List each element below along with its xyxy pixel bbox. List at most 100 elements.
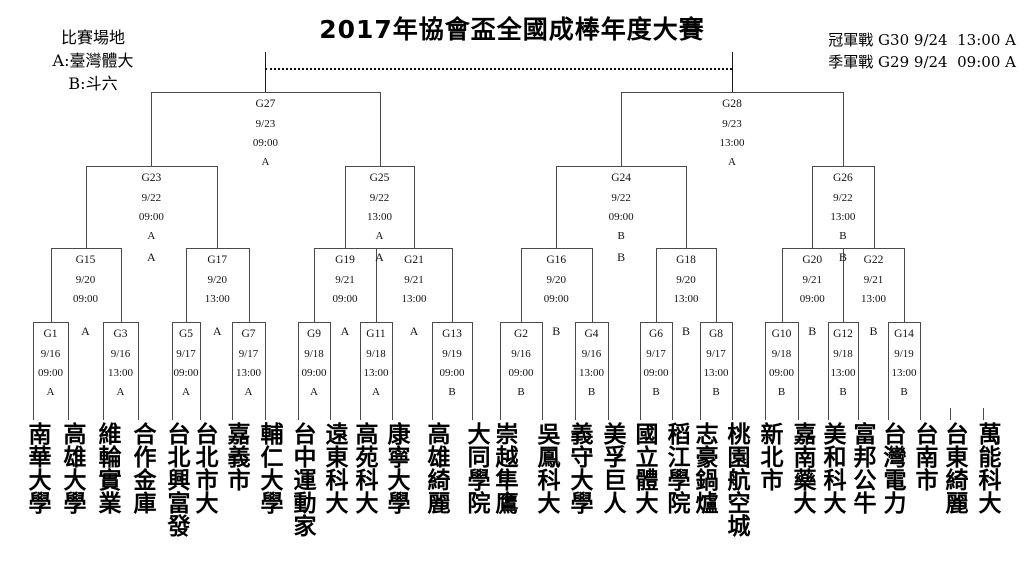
- venue-legend-heading: 比賽場地: [60, 28, 125, 47]
- bracket-connector-vertical: [232, 408, 233, 420]
- bracket-connector-vertical: [765, 408, 766, 420]
- game-date: 9/17: [706, 347, 726, 360]
- bracket-connector-horizontal: [500, 322, 542, 323]
- team-name: 美和科大: [819, 422, 845, 514]
- game-id: G8: [708, 328, 724, 340]
- championship-time: 13:00: [957, 31, 1001, 49]
- bracket-connector-vertical: [314, 248, 315, 322]
- bracket-connector-vertical: [765, 322, 766, 408]
- bracket-connector-vertical: [556, 166, 558, 248]
- game-id: G22: [863, 254, 884, 266]
- venue-marker-round1: A: [409, 324, 419, 338]
- page-title: 2017年協會盃全國成棒年度大賽: [319, 15, 705, 44]
- game-time: 13:00: [830, 366, 856, 379]
- game-time: 13:00: [235, 366, 262, 379]
- bracket-connector-vertical: [172, 408, 173, 420]
- bracket-connector-horizontal: [151, 92, 380, 93]
- bracket-connector-vertical: [298, 408, 299, 420]
- game-venue: A: [261, 155, 270, 168]
- bracket-connector-horizontal: [575, 322, 608, 323]
- bracket-connector-vertical: [672, 408, 673, 420]
- bracket-connector-vertical: [379, 92, 381, 166]
- game-time: 13:00: [673, 292, 699, 305]
- team-name: 高雄綺麗: [423, 422, 449, 514]
- game-date: 9/18: [304, 347, 324, 360]
- bracket-connector-vertical: [608, 322, 609, 408]
- bracket-connector-horizontal: [345, 166, 414, 167]
- bracket-connector-vertical: [542, 408, 543, 420]
- team-name: 吳鳳科大: [533, 422, 559, 514]
- bracket-connector-vertical: [138, 408, 139, 420]
- bracket-connector-vertical: [798, 408, 799, 420]
- game-time: 09:00: [543, 292, 569, 305]
- venue-marker-round1: B: [552, 324, 561, 338]
- bracket-connector-vertical: [345, 166, 346, 248]
- game-venue: B: [617, 229, 625, 242]
- bracket-connector-horizontal: [376, 248, 452, 249]
- team-name: 桃園航空城: [723, 422, 749, 537]
- bracket-connector-vertical: [248, 248, 250, 322]
- game-id: G12: [833, 328, 853, 340]
- team-name: 國立體大: [631, 422, 657, 514]
- third-place-game-row: 季軍戰 G29 9/24 09:00 A: [828, 52, 1016, 74]
- team-name: 義守大學: [566, 422, 592, 514]
- team-name: 稻江學院: [663, 422, 689, 514]
- game-date: 9/16: [511, 347, 531, 360]
- game-venue: A: [182, 385, 190, 398]
- game-date: 9/19: [442, 347, 462, 360]
- bracket-connector-vertical: [920, 322, 921, 408]
- bracket-connector-horizontal: [781, 248, 843, 249]
- team-name: 台南市: [911, 422, 937, 491]
- game-date: 9/21: [802, 273, 823, 286]
- game-date: 9/22: [141, 191, 162, 204]
- game-time: 09:00: [768, 366, 795, 379]
- bracket-connector-vertical: [330, 322, 331, 408]
- game-date: 9/19: [894, 347, 914, 360]
- bracket-connector-horizontal: [103, 322, 138, 323]
- bracket-connector-vertical: [392, 408, 393, 420]
- bracket-connector-vertical: [843, 248, 844, 322]
- bracket-connector-vertical: [392, 322, 393, 408]
- bracket-connector-vertical: [472, 322, 473, 408]
- venue-marker-round2: B: [838, 250, 847, 264]
- third-place-label: 季軍戰: [828, 52, 874, 71]
- game-time: 09:00: [138, 210, 164, 223]
- game-id: G28: [722, 98, 742, 110]
- bracket-connector-vertical: [640, 408, 641, 420]
- game-date: 9/21: [863, 273, 884, 286]
- game-date: 9/18: [366, 347, 386, 360]
- venue-legend-a: A:臺灣體大: [52, 51, 134, 71]
- team-name: 南華大學: [24, 422, 50, 514]
- bracket-connector-vertical: [858, 322, 859, 408]
- team-name: 台中運動家: [289, 422, 315, 537]
- bracket-connector-vertical: [500, 408, 501, 420]
- game-id: G26: [832, 172, 853, 184]
- bracket-connector-vertical: [138, 322, 139, 408]
- game-time: 13:00: [719, 136, 745, 149]
- bracket-connector-horizontal: [828, 322, 858, 323]
- game-id: G23: [141, 172, 162, 184]
- bracket-connector-vertical: [575, 322, 576, 408]
- team-name: 美孚巨人: [599, 422, 625, 514]
- bracket-connector-horizontal: [85, 166, 218, 167]
- game-id: G11: [366, 328, 386, 340]
- game-venue: B: [839, 229, 847, 242]
- bracket-connector-vertical: [888, 322, 889, 408]
- bracket-connector-vertical: [781, 248, 783, 322]
- game-id: G25: [369, 172, 390, 184]
- game-id: G19: [335, 254, 355, 266]
- game-time: 13:00: [578, 366, 605, 379]
- game-time: 09:00: [252, 136, 278, 149]
- game-id: G10: [771, 328, 792, 340]
